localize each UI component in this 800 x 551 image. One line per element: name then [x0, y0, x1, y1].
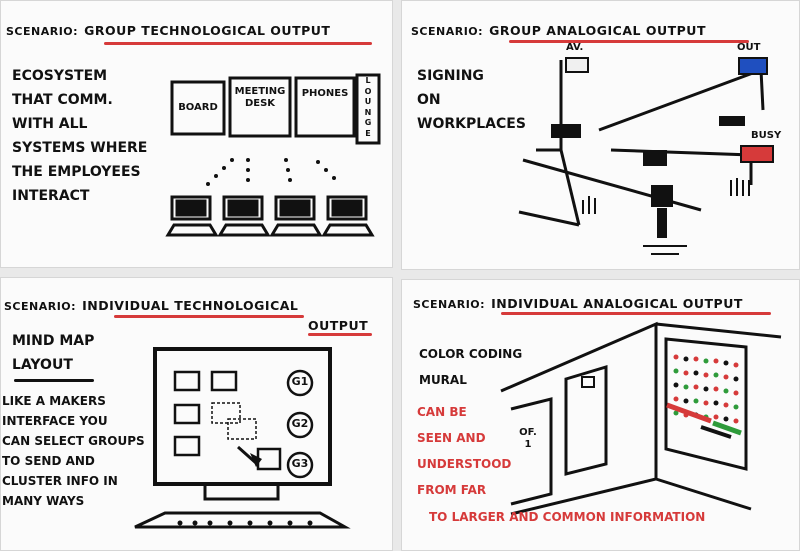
scenario-label: SCENARIO:	[4, 300, 77, 313]
system-board-label: BOARD	[178, 102, 218, 113]
layout-heading: MIND MAP LAYOUT	[12, 333, 95, 373]
scenario-description: CAN BE SEEN AND UNDERSTOOD FROM FAR	[417, 405, 512, 497]
panel-individual-technological: SCENARIO: INDIVIDUAL TECHNOLOGICAL OUTPU…	[0, 277, 393, 551]
title-underline	[501, 312, 771, 315]
mural-room-sketch	[500, 321, 782, 516]
system-lounge-label: L O U N G E	[364, 76, 372, 138]
heading-underline	[14, 379, 94, 382]
panel-group-technological: SCENARIO: GROUP TECHNOLOGICAL OUTPUT ECO…	[0, 0, 393, 268]
scenario-label: SCENARIO:	[411, 25, 484, 38]
available-sign-label: AV.	[566, 42, 584, 53]
ecosystem-sketch	[165, 73, 381, 237]
scenario-heading: SCENARIO: GROUP ANALOGICAL OUTPUT	[411, 20, 706, 39]
out-sign-label: OUT	[737, 42, 761, 53]
scenario-title-continued: OUTPUT	[308, 315, 368, 334]
system-meeting-desk-label: MEETING DESK	[234, 86, 286, 109]
scenario-title: INDIVIDUAL TECHNOLOGICAL	[82, 298, 299, 313]
group-2-label: G2	[291, 417, 309, 430]
available-sign-icon	[565, 57, 589, 73]
title-underline	[104, 42, 372, 45]
group-1-label: G1	[291, 375, 309, 388]
scenario-description: ECOSYSTEM THAT COMM. WITH ALL SYSTEMS WH…	[12, 68, 148, 204]
scenario-heading: SCENARIO: INDIVIDUAL ANALOGICAL OUTPUT	[413, 293, 743, 312]
mind-map-screen-sketch	[134, 347, 351, 529]
scenario-description: SIGNING ON WORKPLACES	[417, 68, 526, 132]
system-phones-label: PHONES	[301, 88, 349, 99]
scenario-title: INDIVIDUAL ANALOGICAL OUTPUT	[491, 296, 743, 311]
scenario-heading: SCENARIO: INDIVIDUAL TECHNOLOGICAL	[4, 295, 298, 314]
office-door-label: OF. 1	[519, 427, 537, 450]
panel-individual-analogical: SCENARIO: INDIVIDUAL ANALOGICAL OUTPUT C…	[401, 279, 800, 551]
scenario-title: GROUP TECHNOLOGICAL OUTPUT	[84, 23, 331, 38]
scenario-footer: TO LARGER AND COMMON INFORMATION	[429, 510, 706, 524]
out-sign-icon	[738, 57, 768, 75]
scenario-heading: SCENARIO: GROUP TECHNOLOGICAL OUTPUT	[6, 20, 330, 39]
mural-heading: COLOR CODING MURAL	[419, 347, 523, 387]
title-underline	[114, 315, 304, 318]
title-underline	[509, 40, 749, 43]
workplace-sketch	[518, 57, 774, 255]
color-dot-grid	[673, 354, 739, 424]
group-3-label: G3	[291, 457, 309, 470]
busy-sign-label: BUSY	[751, 130, 782, 141]
scenario-label: SCENARIO:	[6, 25, 79, 38]
scenario-label: SCENARIO:	[413, 298, 486, 311]
scenario-description: LIKE A MAKERS INTERFACE YOU CAN SELECT G…	[2, 394, 145, 508]
scenario-title: GROUP ANALOGICAL OUTPUT	[489, 23, 706, 38]
panel-group-analogical: SCENARIO: GROUP ANALOGICAL OUTPUT SIGNIN…	[401, 0, 800, 270]
busy-sign-icon	[740, 145, 774, 163]
scenario-title-line2: OUTPUT	[308, 318, 369, 333]
title-underline-line2	[308, 333, 372, 336]
